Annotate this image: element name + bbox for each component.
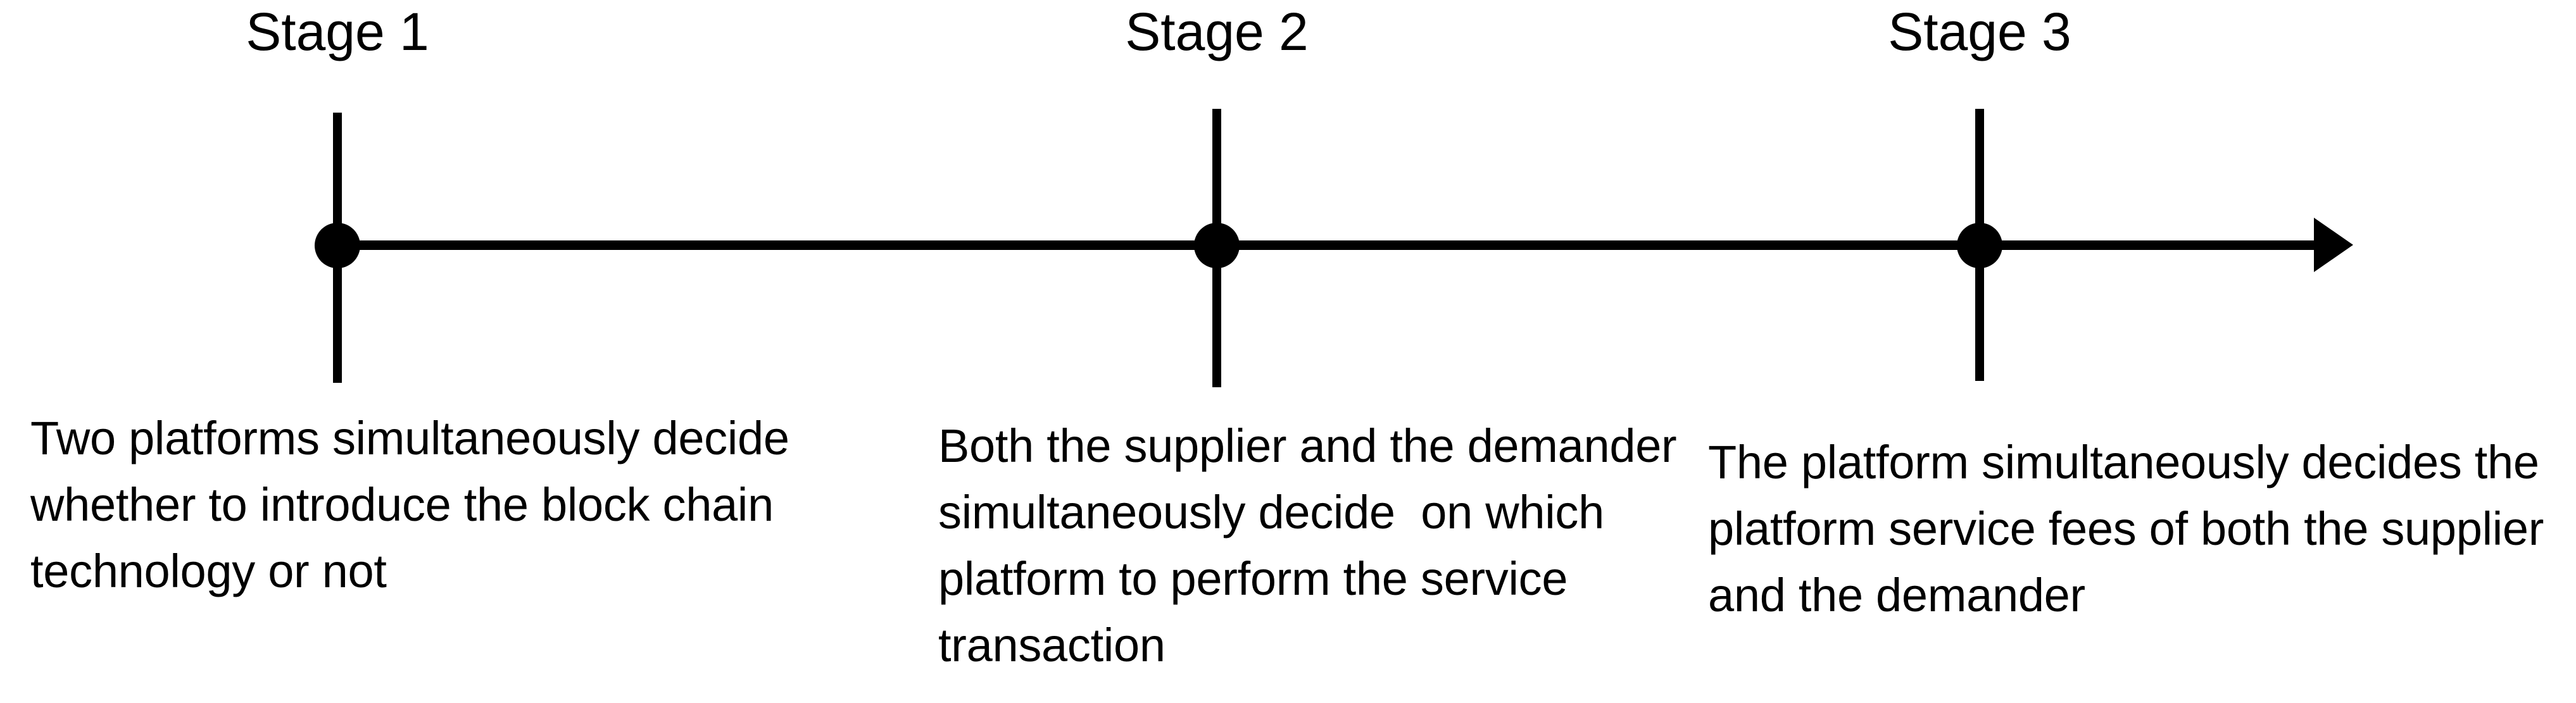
stage-dot-2: [1194, 223, 1240, 268]
stage-description-3: The platform simultaneously decides the …: [1708, 436, 2557, 621]
stage-label-3: Stage 3: [1888, 2, 2071, 61]
stage-dot-3: [1957, 223, 2002, 268]
stage-description-1: Two platforms simultaneously decide whet…: [30, 412, 802, 597]
stage-label-1: Stage 1: [246, 2, 429, 61]
timeline-arrowhead-icon: [2314, 218, 2353, 272]
stage-dot-1: [315, 223, 360, 268]
timeline-axis-line: [337, 240, 2322, 250]
stage-description-2: Both the supplier and the demander simul…: [938, 420, 1690, 671]
stage-label-2: Stage 2: [1125, 2, 1309, 61]
